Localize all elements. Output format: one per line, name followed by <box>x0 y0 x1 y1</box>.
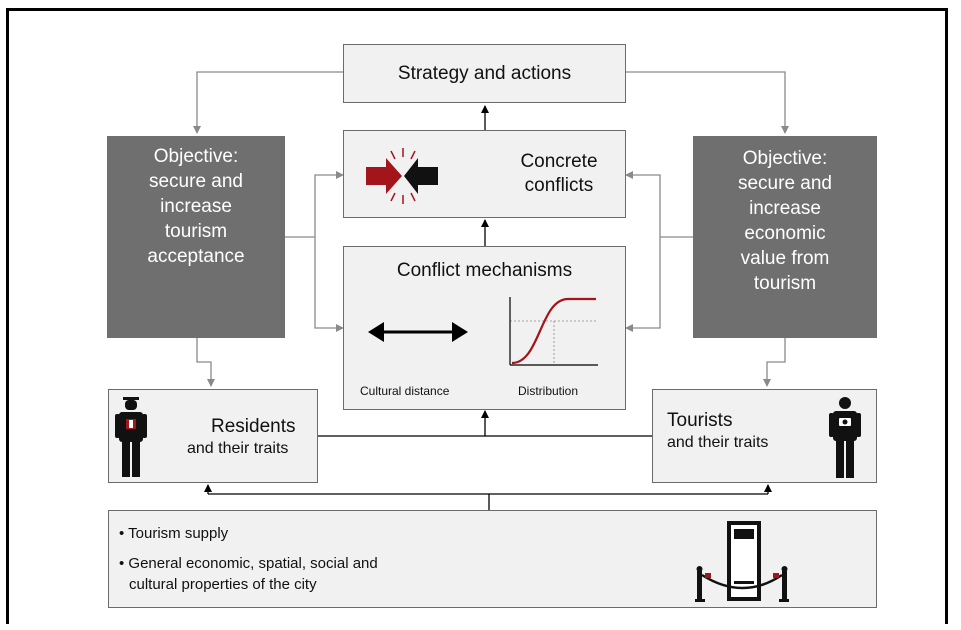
residents-subtitle: and their traits <box>187 440 289 457</box>
supply-bullet-2-line1: • General economic, spatial, social and <box>119 555 378 572</box>
double-arrow-icon <box>368 322 468 342</box>
arrow-left-to-concrete <box>314 171 344 237</box>
cultural-distance-label: Cultural distance <box>360 384 450 398</box>
resident-person-icon <box>115 397 147 477</box>
arrow-left-objective-to-residents <box>196 338 215 387</box>
arrow-strategy-to-right-objective <box>626 71 789 134</box>
tourists-subtitle: and their traits <box>667 434 769 451</box>
s-curve-chart-icon <box>509 297 598 366</box>
concrete-label-line2: conflicts <box>524 175 594 196</box>
colliding-arrows-icon <box>366 148 438 204</box>
strategy-box: Strategy and actions <box>343 44 626 103</box>
objective-right-text: Objective: secure and increase economic … <box>737 148 832 294</box>
strategy-label: Strategy and actions <box>397 63 572 84</box>
diagram-frame <box>6 8 948 624</box>
conflict-mechanisms-box: Conflict mechanisms Cultural distance Di… <box>343 246 626 410</box>
tourists-box: Tourists and their traits <box>652 389 877 483</box>
arrow-right-to-concrete <box>625 171 661 237</box>
objective-left-text: Objective: secure and increase tourism a… <box>147 145 245 267</box>
arrow-left-to-mechanisms <box>314 237 344 332</box>
arrow-right-to-mechanisms <box>625 237 661 332</box>
supply-bullet-2-line2: cultural properties of the city <box>129 576 317 593</box>
supply-bullet-1: • Tourism supply <box>119 525 229 542</box>
objective-right-box: Objective: secure and increase economic … <box>693 136 877 338</box>
residents-title: Residents <box>211 416 296 437</box>
mechanisms-title: Conflict mechanisms <box>396 260 573 281</box>
concrete-label-line1: Concrete <box>520 151 598 172</box>
objective-left-box: Objective: secure and increase tourism a… <box>107 136 285 338</box>
arrow-right-objective-to-tourists <box>763 338 786 387</box>
residents-box: Residents and their traits <box>108 389 318 483</box>
museum-entrance-icon <box>695 521 789 602</box>
distribution-label: Distribution <box>518 384 579 398</box>
tourists-title: Tourists <box>667 410 733 431</box>
tourism-supply-box: • Tourism supply • General economic, spa… <box>108 510 877 608</box>
arrow-strategy-to-left-objective <box>193 71 343 134</box>
concrete-conflicts-box: Concrete conflicts <box>343 130 626 218</box>
tourist-person-icon <box>829 397 861 478</box>
